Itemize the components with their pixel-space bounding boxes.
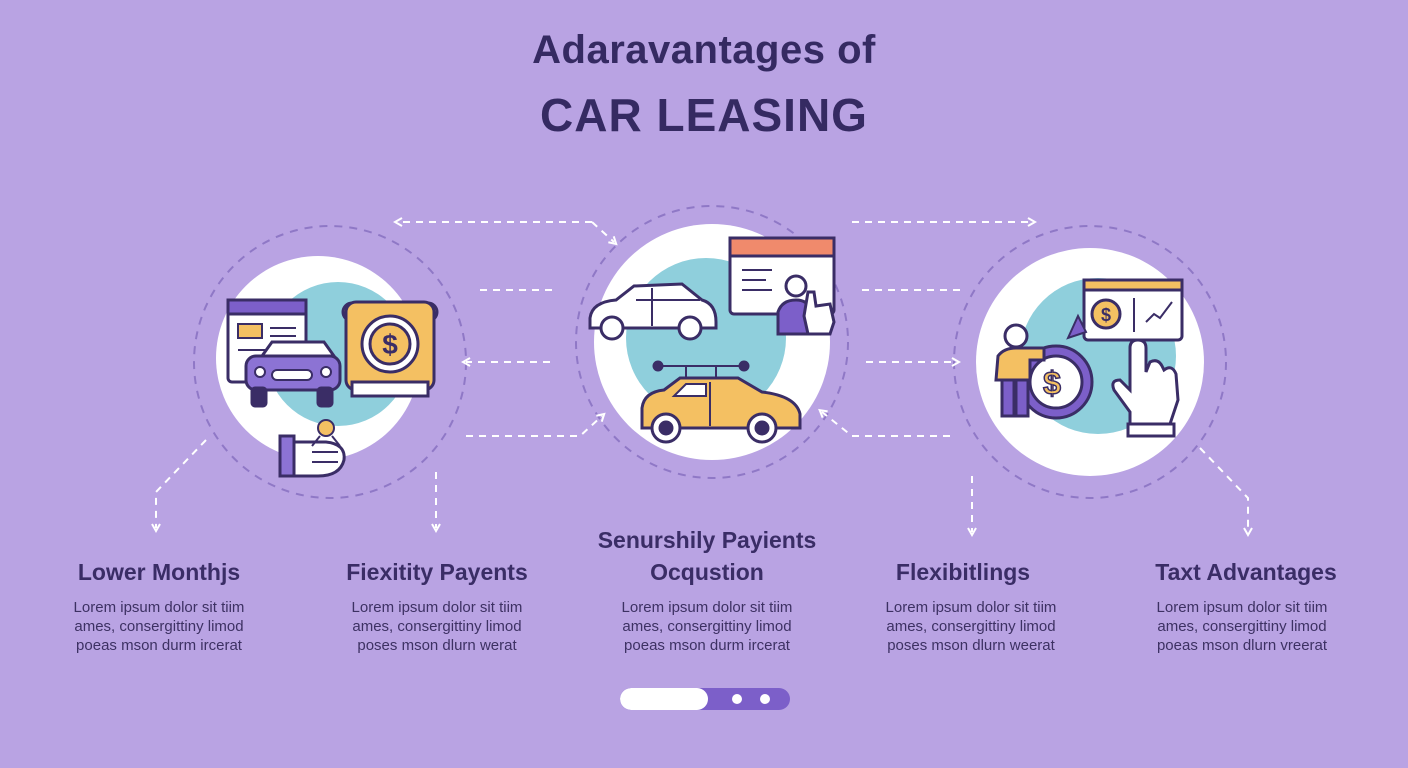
title-line-2: CAR LEASING	[540, 89, 868, 141]
item-3-title-line: Senurshily Payients	[597, 527, 817, 553]
item-2-desc-line: poses mson dlurn werat	[357, 637, 517, 654]
arrow-right-low	[822, 412, 950, 437]
arrow-top-left-hook	[591, 221, 614, 242]
person-icon	[994, 323, 1046, 418]
item-1-desc-line: poeas mson durm ircerat	[76, 637, 242, 654]
pointing-hand-icon	[1111, 338, 1180, 438]
item-5-desc-line: Lorem ipsum dolor sit tiim	[1156, 599, 1328, 616]
right-circle-group: $ $	[976, 248, 1204, 476]
yellow-car-icon	[640, 360, 802, 444]
pagination-active-segment[interactable]	[620, 688, 708, 710]
item-1-desc: Lorem ipsum dolor sit tiim ames, conserg…	[44, 598, 274, 655]
svg-text:$: $	[1043, 365, 1061, 401]
item-2-desc: Lorem ipsum dolor sit tiim ames, conserg…	[306, 598, 568, 655]
item-3-desc-line: poeas mson durm ircerat	[624, 637, 790, 654]
item-3-title: Senurshily Payients Ocqustion	[576, 524, 838, 588]
pagination-indicator[interactable]	[620, 688, 790, 710]
dollar-coin-icon: $	[1018, 344, 1094, 420]
left-circle-group: $	[216, 256, 439, 478]
item-2-desc-line: Lorem ipsum dolor sit tiim	[351, 599, 523, 616]
item-2-desc-line: ames, consergittiny limod	[352, 618, 522, 635]
arrow-left-low	[466, 416, 602, 437]
item-5-title: Taxt Advantages	[1155, 559, 1337, 585]
arrow-down-5	[1199, 447, 1248, 532]
item-4-desc: Lorem ipsum dolor sit tiim ames, conserg…	[846, 598, 1096, 655]
item-2-title: Fiexitity Payents	[346, 559, 528, 585]
pagination-dot[interactable]	[760, 694, 770, 704]
orbit-middle	[575, 205, 849, 479]
item-4-desc-line: ames, consergittiny limod	[886, 618, 1056, 635]
arrow-down-1	[156, 439, 207, 528]
item-3-desc: Lorem ipsum dolor sit tiim ames, conserg…	[576, 598, 838, 655]
item-4-desc-line: Lorem ipsum dolor sit tiim	[885, 599, 1057, 616]
middle-circle-group	[588, 224, 836, 460]
money-safe-icon: $	[341, 300, 439, 398]
sedan-outline-icon	[588, 282, 718, 341]
item-5-desc: Lorem ipsum dolor sit tiim ames, conserg…	[1120, 598, 1364, 655]
item-3-desc-line: ames, consergittiny limod	[622, 618, 792, 635]
pagination-dot[interactable]	[732, 694, 742, 704]
item-4-title: Flexibitlings	[895, 559, 1031, 585]
item-4-desc-line: poses mson dlurn weerat	[887, 637, 1055, 654]
svg-text:$: $	[382, 329, 398, 360]
presentation-board-icon	[728, 236, 836, 336]
connector-arrows	[156, 222, 1248, 532]
item-3-title-line: Ocqustion	[650, 559, 764, 585]
item-1-desc-line: ames, consergittiny limod	[74, 618, 244, 635]
title-line-1: Adaravantages of	[532, 28, 876, 72]
car-front-icon	[244, 340, 342, 408]
item-1-desc-line: Lorem ipsum dolor sit tiim	[73, 599, 245, 616]
item-5-desc-line: ames, consergittiny limod	[1157, 618, 1327, 635]
item-3-desc-line: Lorem ipsum dolor sit tiim	[621, 599, 793, 616]
item-5-desc-line: poeas mson dlurn vreerat	[1156, 637, 1328, 654]
item-1-title: Lower Monthjs	[77, 559, 241, 585]
finance-screen-icon: $	[1066, 278, 1184, 342]
hand-holding-keys-icon	[278, 419, 346, 478]
svg-text:$: $	[1101, 305, 1111, 325]
